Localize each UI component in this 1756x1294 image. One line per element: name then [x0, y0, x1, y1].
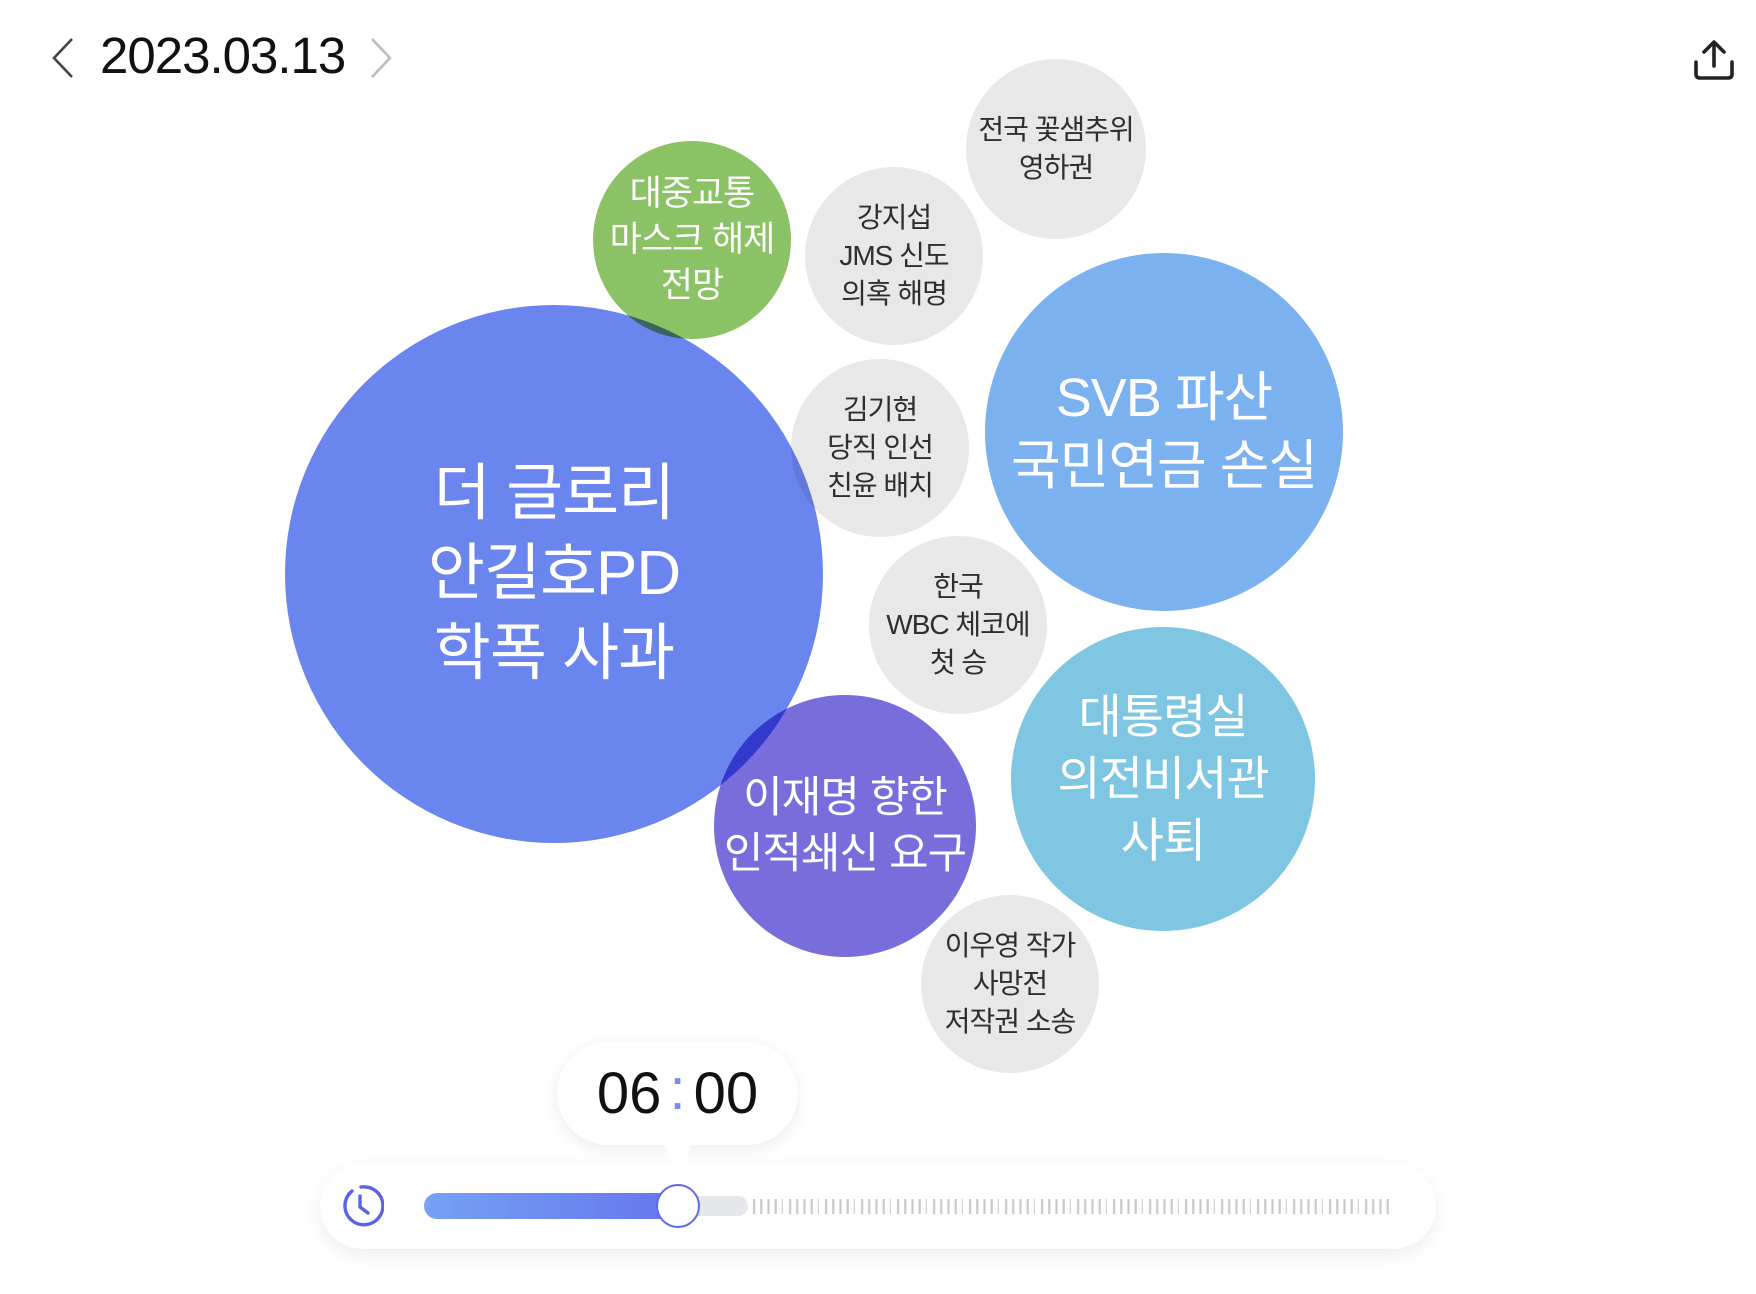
chevron-right-icon [371, 38, 392, 78]
date-title: 2023.03.13 [100, 27, 346, 84]
timeline-progress[interactable] [424, 1193, 680, 1219]
topic-bubble[interactable] [805, 167, 983, 345]
share-icon [1694, 40, 1734, 80]
timeline-slider-handle[interactable] [656, 1184, 700, 1228]
time-hour: 06 [596, 1061, 662, 1126]
topic-bubble[interactable] [1011, 627, 1315, 931]
chevron-left-icon [52, 38, 73, 78]
topic-bubble[interactable] [869, 536, 1047, 714]
prev-date-button[interactable] [48, 36, 78, 80]
topic-bubble[interactable] [285, 305, 823, 843]
topic-bubble[interactable] [921, 895, 1099, 1073]
next-date-button[interactable] [366, 36, 396, 80]
clock-button[interactable] [338, 1183, 385, 1229]
topic-bubble[interactable] [791, 359, 969, 537]
share-button[interactable] [1692, 38, 1736, 82]
time-colon: : [669, 1057, 686, 1122]
topic-bubble[interactable] [714, 695, 976, 957]
topic-bubble[interactable] [593, 141, 791, 339]
header: 2023.03.13 [0, 0, 1756, 110]
time-minute: 00 [693, 1061, 759, 1126]
tooltip-pointer [664, 1144, 692, 1178]
clock-icon [343, 1185, 385, 1227]
topic-bubble[interactable] [985, 253, 1343, 611]
timeline-ticks[interactable] [752, 1199, 1392, 1214]
time-tooltip: 06 : 00 [557, 1042, 798, 1145]
topic-bubble[interactable] [966, 59, 1146, 239]
